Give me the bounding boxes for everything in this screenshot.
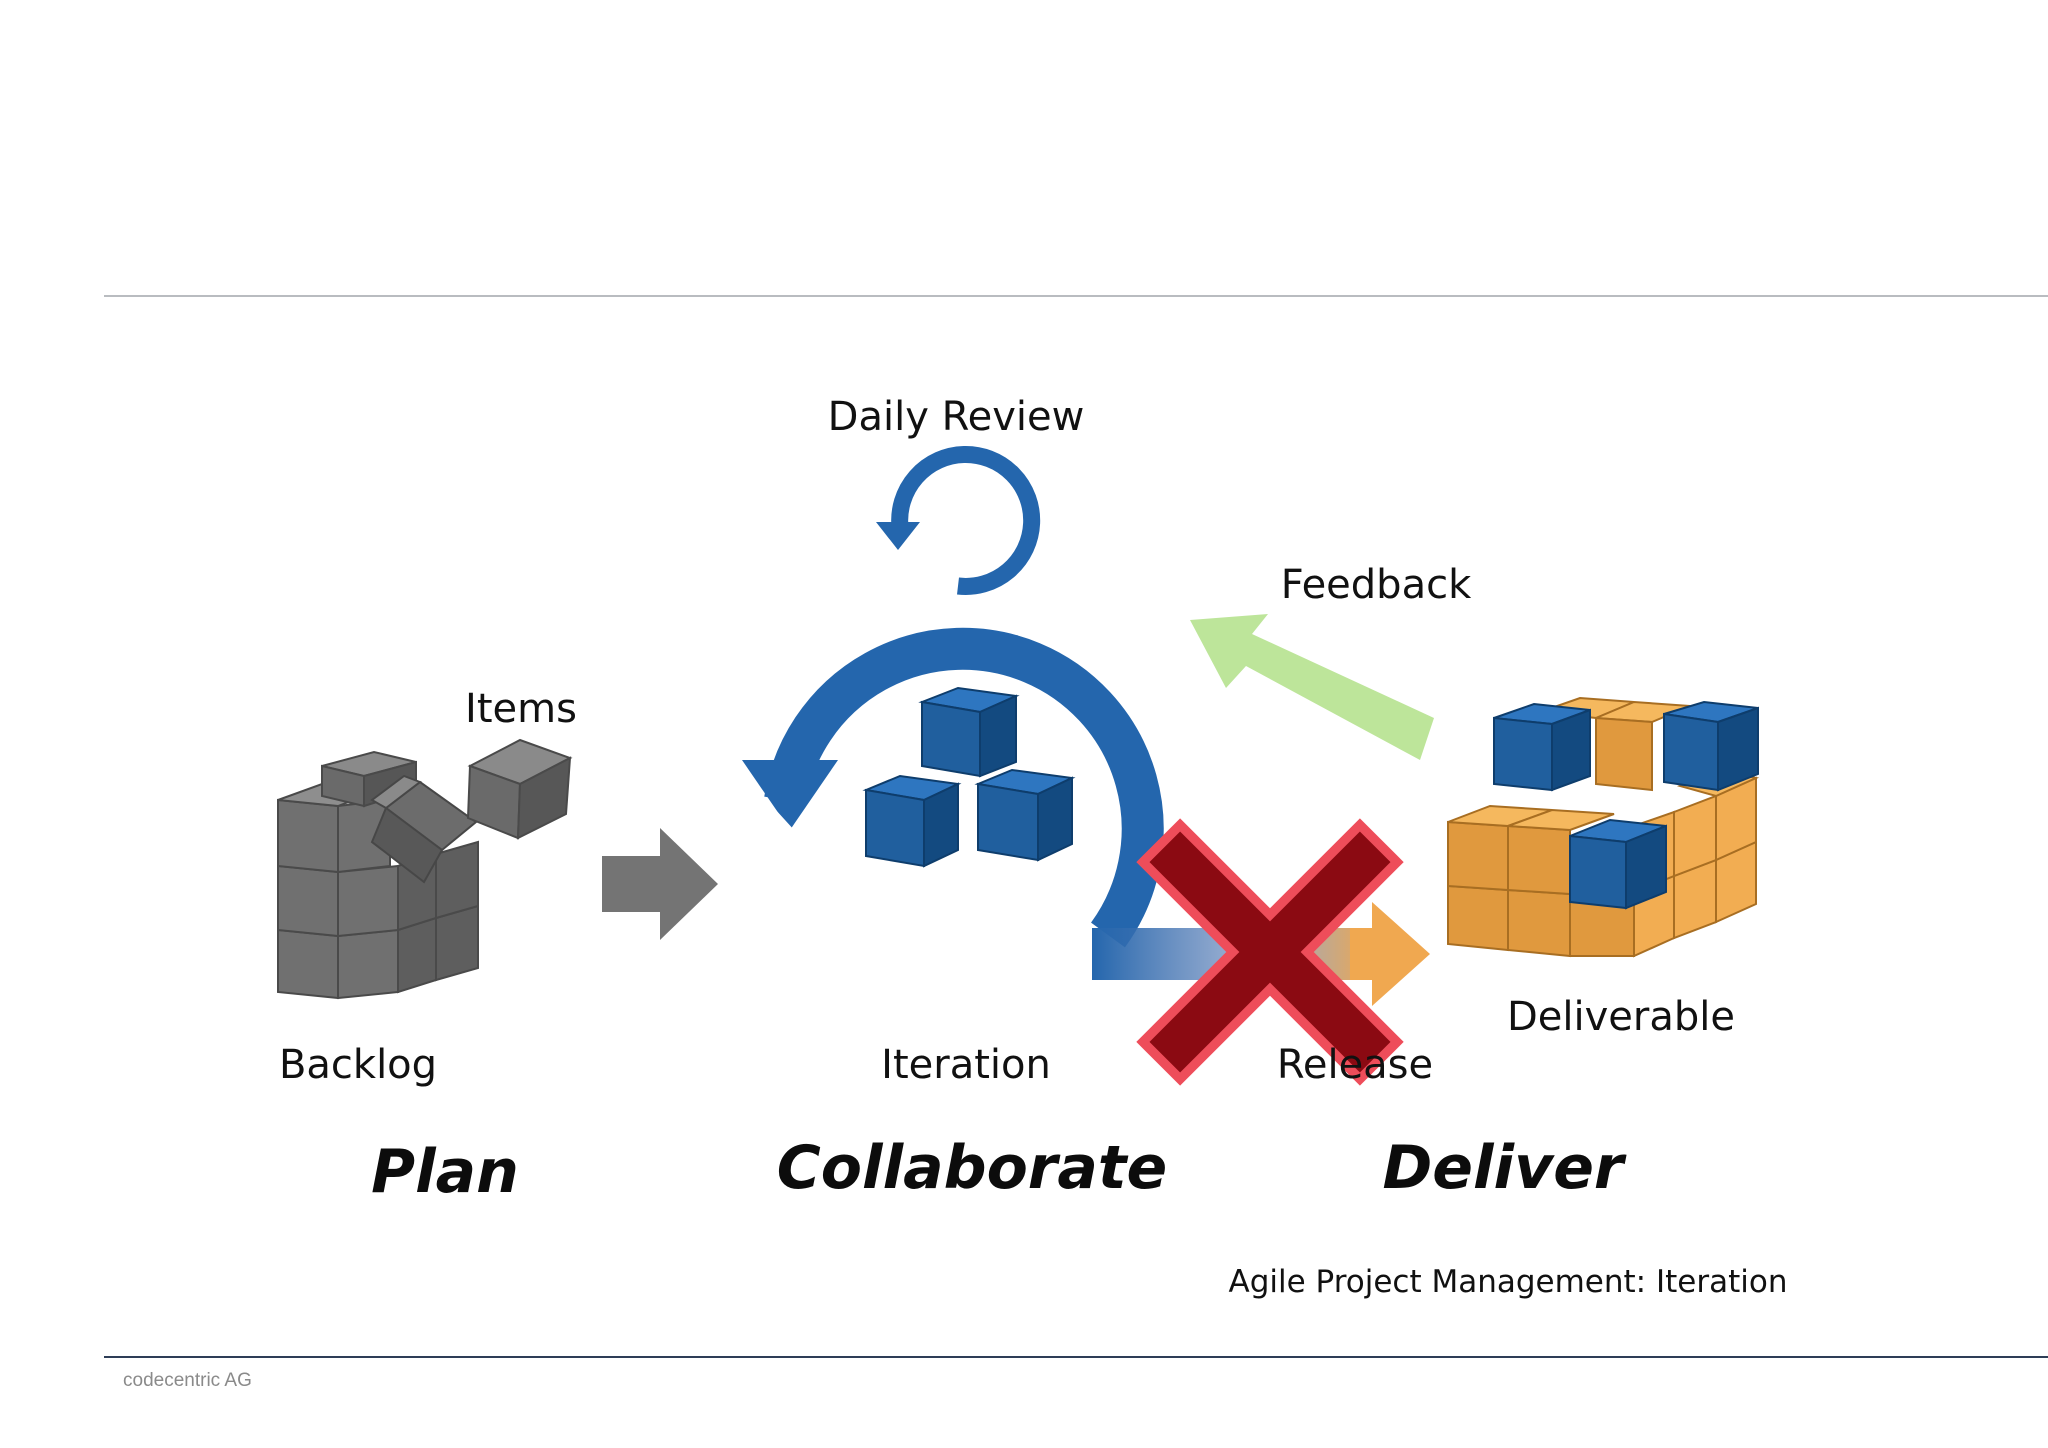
- backlog-cubes-icon: [277, 738, 573, 1000]
- daily-review-loop-icon: [876, 445, 1041, 595]
- items-label: Items: [465, 686, 577, 732]
- backlog-label: Backlog: [279, 1042, 437, 1088]
- plan-phase-title: Plan: [371, 1137, 519, 1207]
- deliverable-label: Deliverable: [1507, 994, 1735, 1040]
- iteration-label: Iteration: [881, 1042, 1051, 1088]
- top-divider: [104, 295, 2048, 297]
- footer-company: codecentric AG: [123, 1370, 252, 1391]
- deliver-phase-title: Deliver: [1382, 1133, 1626, 1203]
- plan-arrow-icon: [602, 828, 718, 940]
- daily-review-label: Daily Review: [828, 394, 1085, 440]
- feedback-arrow-icon: [1190, 614, 1434, 760]
- feedback-label: Feedback: [1281, 562, 1472, 608]
- deliverable-cubes-icon: [1447, 696, 1760, 958]
- iteration-loop-icon: [742, 627, 1372, 980]
- bottom-divider: [104, 1356, 2048, 1358]
- collaborate-phase-title: Collaborate: [777, 1133, 1168, 1203]
- diagram-caption: Agile Project Management: Iteration: [1229, 1264, 1788, 1300]
- release-arrow-icon: [1350, 902, 1430, 1006]
- release-label: Release: [1277, 1042, 1433, 1088]
- red-cross-icon: [1136, 818, 1404, 1086]
